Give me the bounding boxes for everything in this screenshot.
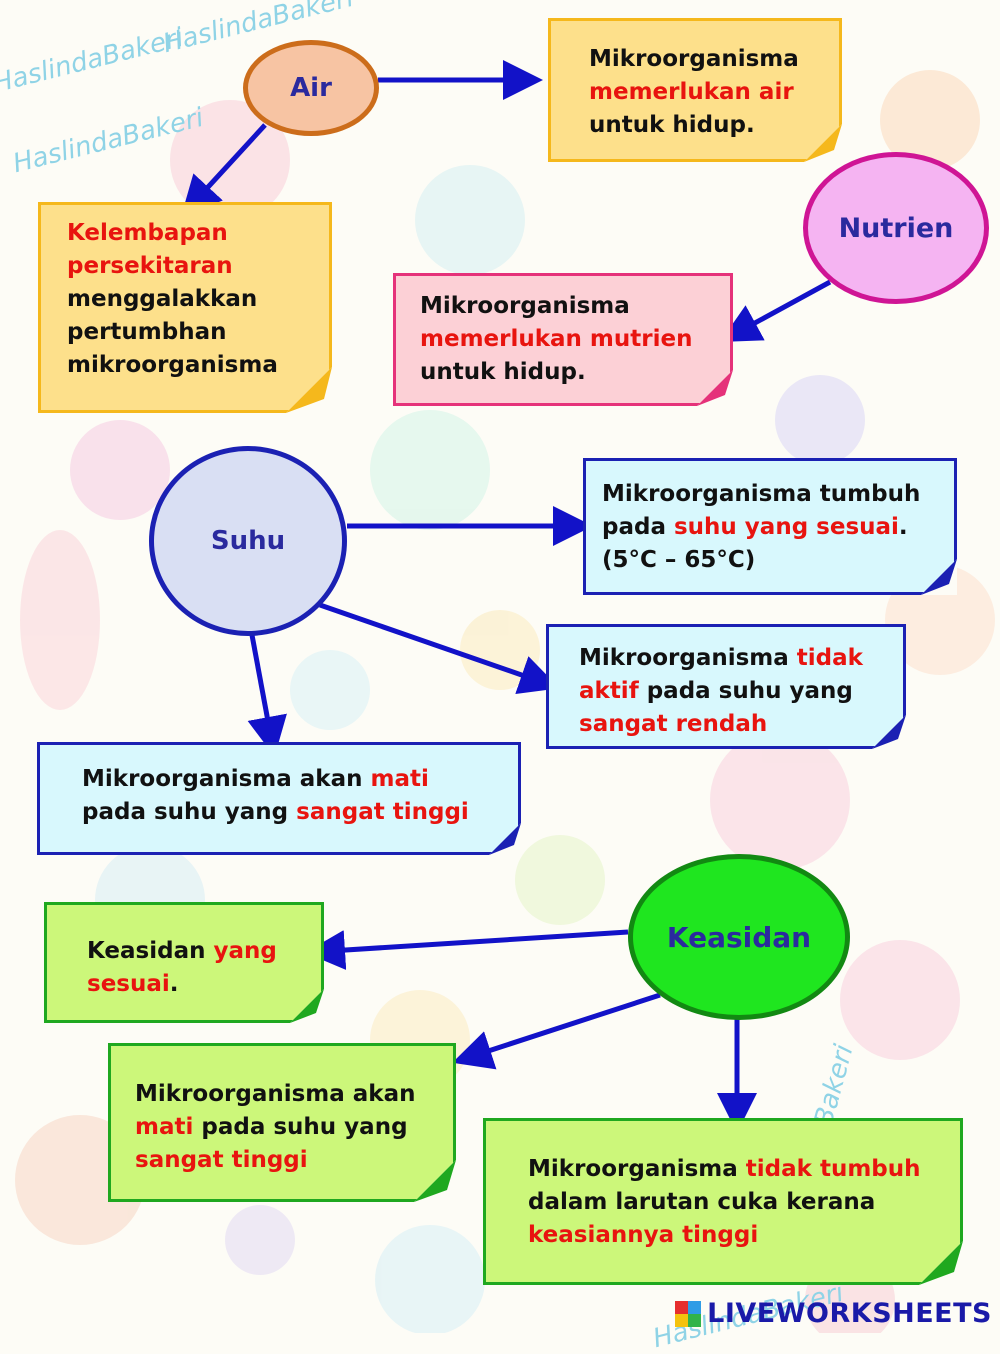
note-line: pada suhu yang sesuai. bbox=[602, 511, 954, 544]
note-text: pada bbox=[602, 514, 674, 540]
note-text-highlight: aktif bbox=[579, 678, 639, 704]
note-text: Mikroorganisma bbox=[579, 645, 797, 671]
note-suhu-sesuai: Mikroorganisma tumbuh pada suhu yang ses… bbox=[583, 458, 957, 595]
note-text-highlight: tidak tumbuh bbox=[745, 1156, 921, 1182]
note-keasidan-tidak-tumbuh: Mikroorganisma tidak tumbuh dalam laruta… bbox=[483, 1118, 963, 1285]
arrow-keasidan-to-mati bbox=[452, 992, 661, 1070]
arrow-air-to-kelembapan bbox=[181, 123, 267, 217]
note-text-highlight: Kelembapan bbox=[67, 220, 228, 246]
page-fold-icon bbox=[286, 367, 332, 413]
note-text: (5°C – 65°C) bbox=[602, 547, 756, 573]
arrow-keasidan-to-sesuai bbox=[305, 929, 629, 971]
note-text: pada suhu yang bbox=[82, 799, 297, 825]
note-text: Mikroorganisma bbox=[528, 1156, 746, 1182]
note-line: aktif pada suhu yang bbox=[579, 675, 903, 708]
factor-suhu-label: Suhu bbox=[210, 526, 286, 556]
note-text: menggalakkan bbox=[67, 286, 258, 312]
note-keasidan-sesuai: Keasidan yang sesuai. bbox=[44, 902, 324, 1023]
note-text: . bbox=[898, 514, 908, 540]
page-fold-icon bbox=[290, 989, 324, 1023]
note-text: untuk hidup. bbox=[420, 359, 586, 385]
page-fold-icon bbox=[697, 370, 733, 406]
note-text: Mikroorganisma tumbuh bbox=[602, 481, 921, 507]
note-line: mati pada suhu yang bbox=[135, 1111, 453, 1144]
note-suhu-tinggi: Mikroorganisma akan mati pada suhu yang … bbox=[37, 742, 521, 855]
factor-keasidan-oval: Keasidan bbox=[628, 854, 850, 1020]
factor-suhu-oval: Suhu bbox=[149, 446, 347, 636]
note-line: Keasidan yang bbox=[87, 935, 321, 968]
note-line: pada suhu yang sangat tinggi bbox=[82, 796, 518, 829]
note-line: sesuai. bbox=[87, 968, 321, 1001]
note-text-highlight: persekitaran bbox=[67, 253, 233, 279]
note-text: Mikroorganisma akan bbox=[135, 1081, 416, 1107]
page-fold-icon bbox=[414, 1160, 456, 1202]
page-fold-icon bbox=[919, 1241, 963, 1285]
note-text: pertumbhan bbox=[67, 319, 227, 345]
note-text-highlight: sangat rendah bbox=[579, 711, 768, 737]
note-text-highlight: suhu yang sesuai bbox=[673, 514, 899, 540]
note-text-highlight: yang bbox=[213, 938, 277, 964]
note-keasidan-mati: Mikroorganisma akan mati pada suhu yang … bbox=[108, 1043, 456, 1202]
note-text-highlight: memerlukan air bbox=[589, 79, 794, 105]
note-text: untuk hidup. bbox=[589, 112, 755, 138]
factor-keasidan-label: Keasidan bbox=[666, 920, 812, 954]
page-fold-icon bbox=[804, 124, 842, 162]
page-fold-icon bbox=[921, 559, 957, 595]
note-text: Mikroorganisma bbox=[589, 46, 799, 72]
note-text-highlight: sangat tinggi bbox=[135, 1147, 308, 1173]
liveworksheets-logo: LIVEWORKSHEETS bbox=[675, 1298, 992, 1329]
page-fold-icon bbox=[489, 823, 521, 855]
note-text-highlight: sangat tinggi bbox=[296, 799, 469, 825]
note-text: . bbox=[169, 971, 179, 997]
note-text: Mikroorganisma akan bbox=[82, 766, 371, 792]
note-text-highlight: memerlukan mutrien bbox=[420, 326, 693, 352]
factor-air-oval: Air bbox=[243, 40, 379, 136]
factor-air-label: Air bbox=[290, 73, 332, 103]
note-text-highlight: mati bbox=[135, 1114, 194, 1140]
note-suhu-rendah: Mikroorganisma tidak aktif pada suhu yan… bbox=[546, 624, 906, 749]
note-line: Mikroorganisma tidak tumbuh bbox=[528, 1153, 960, 1186]
liveworksheets-brand-text: LIVEWORKSHEETS bbox=[707, 1298, 992, 1329]
note-text: Keasidan bbox=[87, 938, 214, 964]
note-air-perlu-air: Mikroorganisma memerlukan air untuk hidu… bbox=[548, 18, 842, 162]
factor-nutrien-oval: Nutrien bbox=[803, 152, 989, 304]
note-text-highlight: mati bbox=[370, 766, 429, 792]
note-text-highlight: keasiannya tinggi bbox=[528, 1222, 759, 1248]
arrow-suhu-to-rendah bbox=[319, 602, 560, 694]
note-line: Mikroorganisma tidak bbox=[579, 642, 903, 675]
arrow-nutrien-to-note bbox=[720, 279, 832, 342]
page-fold-icon bbox=[872, 715, 906, 749]
note-text: Mikroorganisma bbox=[420, 293, 630, 319]
note-line: Mikroorganisma akan mati bbox=[82, 763, 518, 796]
liveworksheets-logo-icon bbox=[675, 1300, 702, 1327]
note-air-kelembapan: Kelembapan persekitaran menggalakkan per… bbox=[38, 202, 332, 413]
note-text: pada suhu yang bbox=[193, 1114, 408, 1140]
note-text: mikroorganisma bbox=[67, 352, 278, 378]
note-nutrien-perlu-nutrien: Mikroorganisma memerlukan mutrien untuk … bbox=[393, 273, 733, 406]
note-text-highlight: sesuai bbox=[87, 971, 170, 997]
note-text: dalam larutan cuka kerana bbox=[528, 1189, 876, 1215]
factor-nutrien-label: Nutrien bbox=[838, 212, 954, 244]
note-text-highlight: tidak bbox=[796, 645, 863, 671]
note-text: pada suhu yang bbox=[638, 678, 853, 704]
arrow-suhu-to-tinggi bbox=[247, 634, 287, 757]
